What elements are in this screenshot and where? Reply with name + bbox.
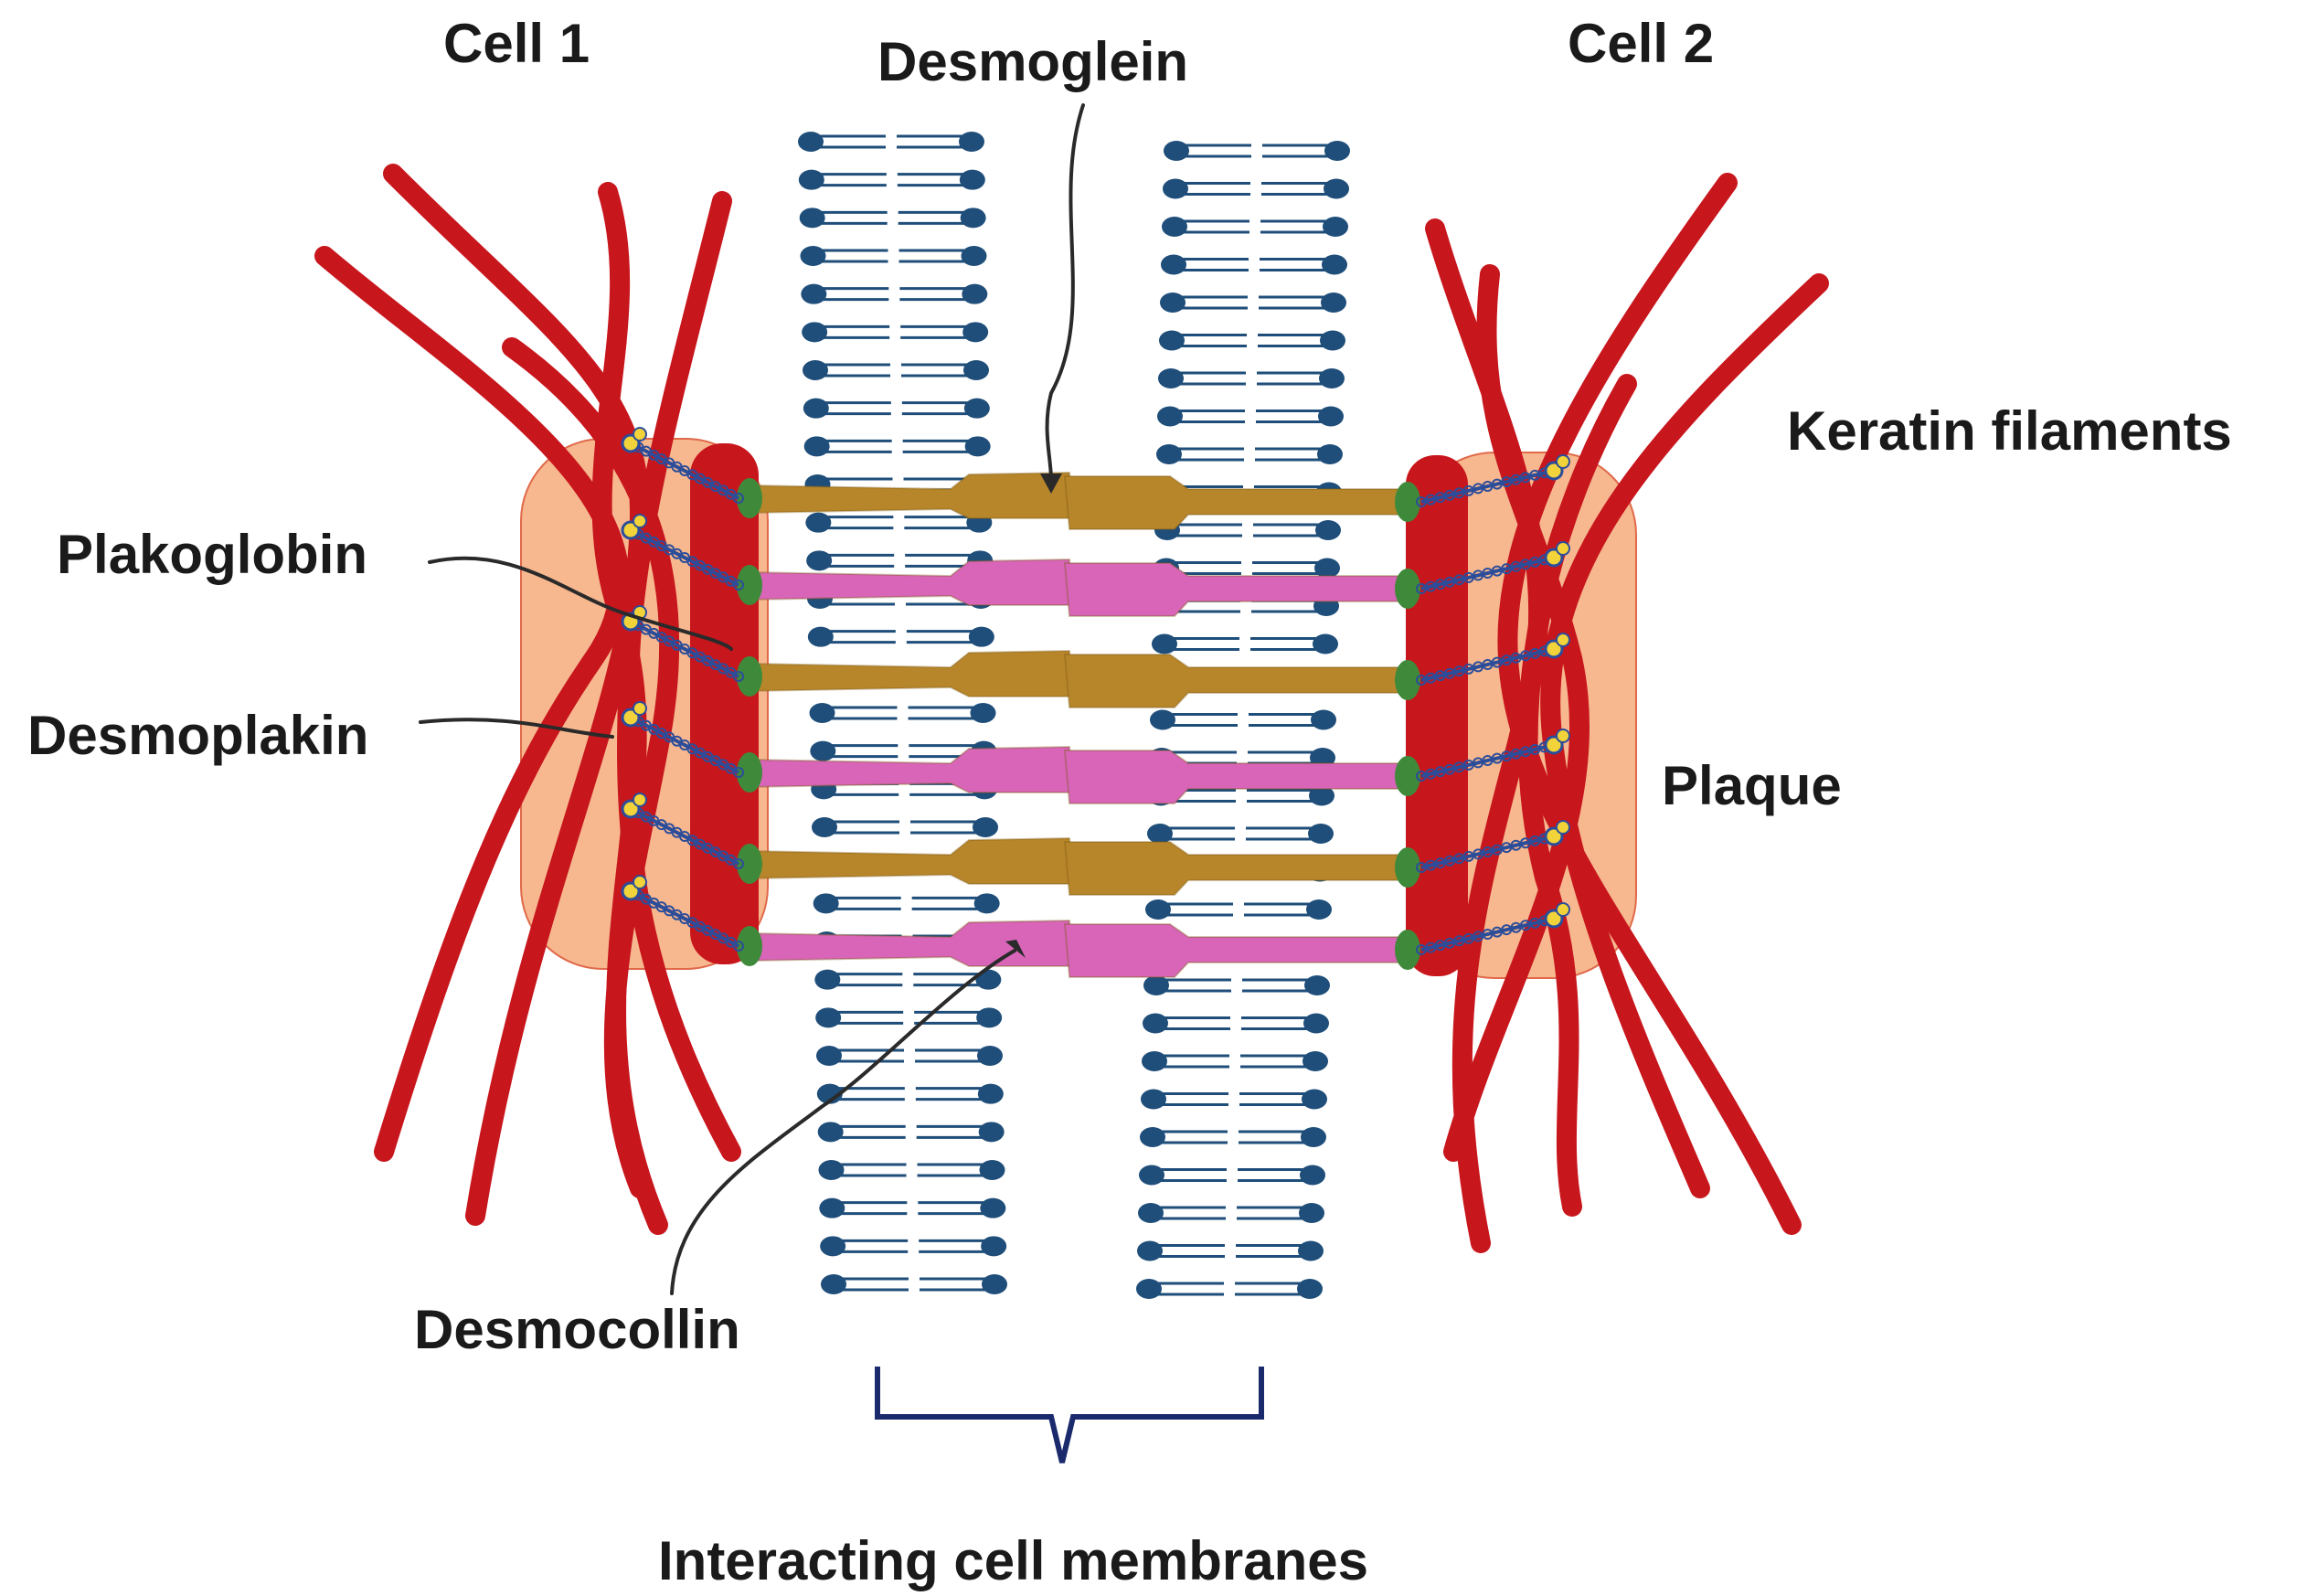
phospholipid-pair bbox=[819, 1198, 1005, 1218]
phospholipid-pair bbox=[820, 1236, 1006, 1256]
phospholipid-pair bbox=[1150, 710, 1336, 730]
label-desmocollin: Desmocollin bbox=[414, 1299, 740, 1360]
phospholipid-pair bbox=[803, 360, 989, 380]
phospholipid-pair bbox=[817, 1084, 1004, 1104]
phospholipid-pair bbox=[1152, 634, 1338, 654]
phospholipid-pair bbox=[801, 246, 987, 266]
phospholipid-pair bbox=[813, 893, 1000, 913]
phospholipid-pair bbox=[1137, 1241, 1324, 1261]
phospholipid-pair bbox=[1158, 368, 1345, 388]
desmoglein-molecule bbox=[737, 473, 1420, 529]
phospholipid-pair bbox=[1154, 520, 1341, 540]
phospholipid-pair bbox=[1157, 407, 1344, 427]
phospholipid-pair bbox=[819, 1160, 1005, 1180]
phospholipid-pair bbox=[1141, 1090, 1327, 1110]
label-keratin-filaments: Keratin filaments bbox=[1787, 400, 2232, 462]
phospholipid-pair bbox=[1142, 1051, 1328, 1071]
phospholipid-pair bbox=[1164, 141, 1350, 161]
phospholipid-pair bbox=[799, 170, 985, 190]
phospholipid-pair bbox=[812, 817, 998, 837]
phospholipid-pair bbox=[1147, 824, 1334, 844]
phospholipid-pair bbox=[1136, 1279, 1323, 1299]
membrane-cell-2 bbox=[1136, 141, 1350, 1299]
label-plaque: Plaque bbox=[1662, 755, 1842, 816]
phospholipid-pair bbox=[1160, 293, 1346, 313]
phospholipid-pair bbox=[1143, 975, 1330, 995]
phospholipid-pair bbox=[1156, 444, 1343, 464]
label-interacting-cell-membranes: Interacting cell membranes bbox=[658, 1530, 1368, 1591]
phospholipid-pair bbox=[801, 284, 987, 304]
dense-plate-cell-1 bbox=[690, 443, 759, 964]
phospholipid-pair bbox=[802, 322, 988, 342]
phospholipid-pair bbox=[800, 207, 986, 228]
phospholipid-pair bbox=[798, 132, 984, 152]
label-desmoplakin: Desmoplakin bbox=[27, 705, 368, 766]
desmocollin-molecule bbox=[737, 920, 1420, 977]
label-desmoglein: Desmoglein bbox=[877, 31, 1188, 92]
phospholipid-pair bbox=[1143, 1014, 1329, 1034]
phospholipid-pair bbox=[1161, 255, 1347, 275]
phospholipid-pair bbox=[1162, 217, 1348, 237]
phospholipid-pair bbox=[1159, 331, 1345, 351]
phospholipid-pair bbox=[821, 1274, 1007, 1294]
phospholipid-pair bbox=[808, 627, 994, 647]
phospholipid-pair bbox=[1139, 1165, 1325, 1186]
phospholipid-pair bbox=[1145, 899, 1332, 920]
phospholipid-pair bbox=[804, 436, 991, 456]
dense-plate-cell-2 bbox=[1406, 455, 1468, 976]
label-cell-2: Cell 2 bbox=[1568, 13, 1714, 74]
phospholipid-pair bbox=[1138, 1203, 1324, 1223]
membranes-brace bbox=[877, 1367, 1261, 1463]
membrane-cell-1 bbox=[798, 132, 1007, 1294]
phospholipid-pair bbox=[803, 399, 990, 419]
phospholipid-pair bbox=[1163, 179, 1349, 199]
label-cell-1: Cell 1 bbox=[443, 13, 590, 74]
desmoglein-molecule bbox=[737, 838, 1420, 895]
desmoglein-molecule bbox=[737, 651, 1420, 708]
phospholipid-pair bbox=[818, 1122, 1005, 1142]
pointer-desmoglein bbox=[1047, 105, 1083, 480]
phospholipid-pair bbox=[810, 703, 996, 723]
phospholipid-pair bbox=[816, 1046, 1003, 1066]
phospholipid-pair bbox=[815, 1007, 1002, 1027]
phospholipid-pair bbox=[1140, 1127, 1326, 1147]
label-plakoglobin: Plakoglobin bbox=[57, 524, 367, 585]
